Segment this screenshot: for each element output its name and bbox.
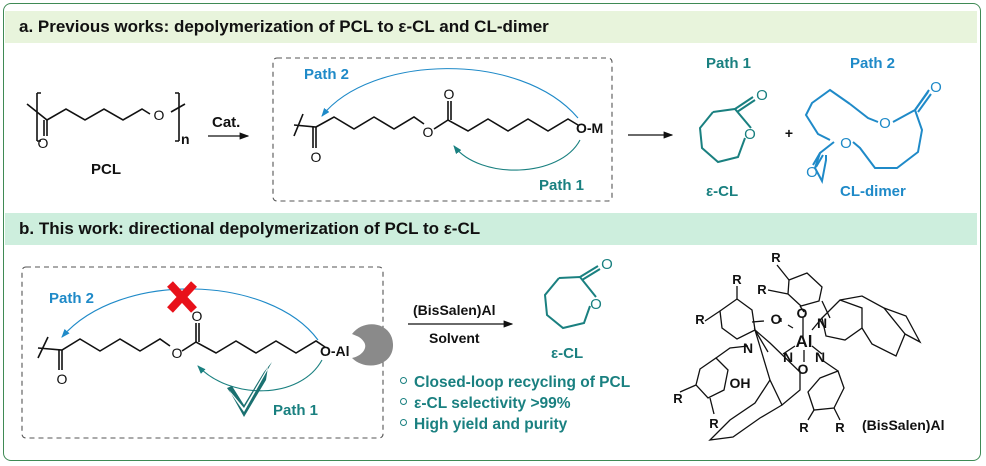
svg-text:N: N <box>783 349 793 365</box>
svg-text:N: N <box>743 340 753 356</box>
panel-b-header: b. This work: directional depolymerizati… <box>5 213 977 245</box>
solvent-label: Solvent <box>429 330 480 346</box>
panel-b-dashed-box <box>21 266 384 439</box>
left-bracket <box>36 92 41 142</box>
highlight-item: Closed-loop recycling of PCL <box>400 372 630 393</box>
bissalen-atom-labels: R R R R O O Al N N N O N OH R R R R <box>673 250 845 435</box>
path1-label-a: Path 1 <box>539 177 585 194</box>
product2-header: Path 2 <box>850 55 896 72</box>
svg-text:R: R <box>732 272 742 287</box>
bissalen-al-structure <box>679 264 922 441</box>
chain-end-om: O-M <box>576 120 603 136</box>
path2-arrow-b <box>61 288 319 341</box>
bullet-icon <box>400 398 407 406</box>
product1-header: Path 1 <box>706 55 752 72</box>
reagent-label: (BisSalen)Al <box>413 302 496 318</box>
svg-text:O: O <box>806 164 818 181</box>
svg-text:O: O <box>840 135 852 152</box>
svg-text:O: O <box>771 311 782 327</box>
svg-text:O: O <box>57 371 68 387</box>
right-bracket <box>175 92 180 142</box>
bullet-icon <box>400 419 407 427</box>
highlights-list: Closed-loop recycling of PCL ε-CL select… <box>400 372 630 435</box>
svg-text:R: R <box>695 312 705 327</box>
path2-arrow-a <box>321 68 579 119</box>
chain-end-oal: O-Al <box>320 343 350 359</box>
path1-arrow-a <box>453 139 581 171</box>
svg-text:Al: Al <box>796 332 813 351</box>
catalyst-name-label: (BisSalen)Al <box>862 417 945 433</box>
panel-a-dashed-box <box>272 57 613 202</box>
svg-text:O: O <box>590 296 602 313</box>
pcl-structure <box>26 92 186 142</box>
svg-text:O: O <box>311 149 322 165</box>
cl-dimer-structure <box>804 88 932 184</box>
path2-label-a: Path 2 <box>304 66 350 83</box>
svg-text:O: O <box>756 87 768 104</box>
svg-text:N: N <box>817 315 827 331</box>
svg-text:O: O <box>744 126 756 143</box>
svg-text:OH: OH <box>730 375 751 391</box>
ecl-structure-a <box>698 96 756 164</box>
product1-name: ε-CL <box>706 183 739 200</box>
svg-text:R: R <box>799 420 809 435</box>
path2-label-b: Path 2 <box>49 290 95 307</box>
plus-sign: + <box>785 125 793 141</box>
svg-text:O: O <box>172 345 183 361</box>
svg-text:R: R <box>709 416 719 431</box>
pcl-ester-o: O <box>154 107 165 123</box>
bullet-icon <box>400 377 407 385</box>
svg-text:O: O <box>192 308 203 324</box>
teal-check-icon <box>227 362 272 417</box>
ecl-structure-b <box>543 265 601 330</box>
panel-a-header: a. Previous works: depolymerization of P… <box>5 11 977 43</box>
path1-arrow-b <box>197 359 323 392</box>
highlight-item: High yield and purity <box>400 414 630 435</box>
chain-a <box>293 101 579 148</box>
highlight-item: ε-CL selectivity >99% <box>400 393 630 414</box>
svg-text:O: O <box>879 115 891 132</box>
svg-text:O: O <box>444 86 455 102</box>
svg-text:O: O <box>930 79 942 96</box>
svg-text:N: N <box>815 349 825 365</box>
chain-b <box>37 323 326 370</box>
svg-text:O: O <box>423 124 434 140</box>
red-cross-icon <box>167 281 197 313</box>
repeat-subscript-n: n <box>181 131 190 147</box>
pcl-carbonyl-o: O <box>38 135 49 151</box>
svg-text:O: O <box>601 256 613 273</box>
svg-text:R: R <box>771 250 781 265</box>
svg-text:O: O <box>798 361 809 377</box>
svg-text:R: R <box>673 391 683 406</box>
svg-text:R: R <box>835 420 845 435</box>
path1-label-b: Path 1 <box>273 402 319 419</box>
product-name-b: ε-CL <box>551 345 584 362</box>
product2-name: CL-dimer <box>840 183 906 200</box>
pcl-label: PCL <box>91 161 121 178</box>
catalyst-pocket-icon <box>352 324 394 366</box>
catalyst-label: Cat. <box>212 114 241 131</box>
figure-frame <box>3 3 981 461</box>
svg-text:R: R <box>757 282 767 297</box>
svg-text:O: O <box>797 305 808 321</box>
